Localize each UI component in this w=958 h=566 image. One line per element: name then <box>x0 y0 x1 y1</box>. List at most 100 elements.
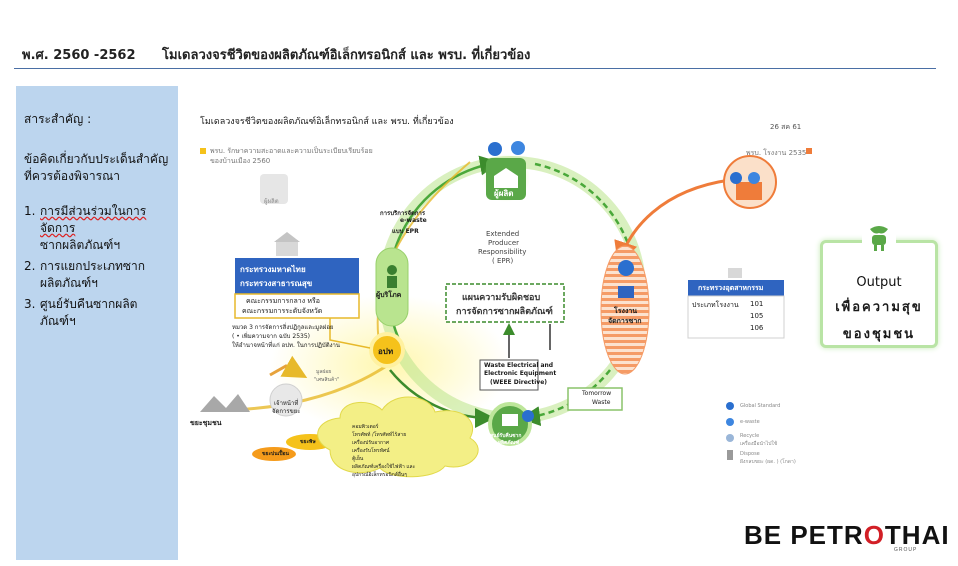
product-cloud <box>317 396 479 478</box>
lifecycle-diagram-graphics <box>200 141 812 478</box>
header-divider <box>14 68 936 69</box>
e-badge-icon <box>726 418 734 426</box>
e-badge-icon <box>522 410 534 422</box>
key-point-text: การมีส่วนร่วมในการจัดการ <box>40 204 147 235</box>
factory-code: 101 <box>750 300 764 308</box>
diagram-date: 26 สค 61 <box>770 123 802 131</box>
key-points-subtitle: ข้อคิดเกี่ยวกับประเด็นสำคัญ ที่ควรต้องพิ… <box>24 151 170 185</box>
bin-icon <box>727 450 733 460</box>
law-note-1: หมวด 3 การจัดการสิ่งปฏิกูลและมูลฝอย <box>232 324 334 331</box>
globe-icon <box>726 402 734 410</box>
moi-box <box>235 258 359 294</box>
epr-line-1: Extended <box>486 230 520 238</box>
header-year: พ.ศ. 2560 -2562 <box>22 48 136 63</box>
key-point-item: 2. การแยกประเภทซากผลิตภัณฑ์ฯ <box>24 258 170 292</box>
recycle-icon <box>726 434 734 442</box>
weee-line-1: Waste Electrical and <box>484 362 554 369</box>
factory-icon <box>494 168 518 188</box>
collection-label-3: แบบ EPR <box>392 228 419 235</box>
legend-marker-left <box>200 148 206 154</box>
output-line-2: ของชุมชน <box>842 327 916 342</box>
weee-line-2: Electronic Equipment <box>484 370 557 377</box>
lifecycle-arrow-bottom-left <box>389 369 495 429</box>
contaminated-waste-label: ขยะปนเปื้อน <box>262 451 289 457</box>
e-badge-icon <box>618 260 634 276</box>
output-line-1: เพื่อความสุข <box>835 300 923 315</box>
factory-icon <box>736 182 762 200</box>
factory-line-2: จัดการซาก <box>608 317 642 325</box>
epr-line-2: Producer <box>488 239 520 247</box>
logo-text-pre: BE PETR <box>744 520 864 550</box>
factory-line-1: โรงงาน <box>614 307 638 315</box>
output-box: Output เพื่อความสุข ของชุมชน <box>820 225 938 348</box>
lifecycle-arrow-bottom <box>520 369 611 427</box>
factory-code: 106 <box>750 324 764 332</box>
output-label: Output <box>856 275 902 290</box>
key-points-title: สาระสำคัญ : <box>24 112 92 126</box>
officer-line-1: เจ้าหน้าที่ <box>274 400 299 407</box>
consumer-label: ผู้บริโภค <box>376 291 402 299</box>
key-point-item: 1. การมีส่วนร่วมในการจัดการซากผลิตภัณฑ์ฯ <box>24 203 170 254</box>
collection-label-1: การบริการจัดการ <box>380 210 426 217</box>
key-label: Recycle <box>740 433 760 439</box>
producer-label: ผู้ผลิต <box>494 189 514 198</box>
person-icon <box>387 265 397 275</box>
slide-header: พ.ศ. 2560 -2562 โมเดลวงจรชีวิตของผลิตภัณ… <box>22 44 530 65</box>
producer-small-icon <box>260 174 288 204</box>
factory-code: 105 <box>750 312 764 320</box>
key-points-subtitle-line-1: ข้อคิดเกี่ยวกับประเด็นสำคัญ <box>24 152 169 166</box>
legend-marker-right <box>806 148 812 154</box>
legend-right: พรบ. โรงงาน 2535 <box>746 149 807 157</box>
epr-line-4: ( EPR) <box>492 257 514 265</box>
moi-line-1: กระทรวงมหาดไทย <box>240 265 306 274</box>
lifecycle-diagram: โมเดลวงจรชีวิตของผลิตภัณฑ์อิเล็กทรอนิกส์… <box>190 100 818 480</box>
logo-subtext: GROUP <box>894 547 918 553</box>
product-item: เครื่องปรับอากาศ <box>352 440 390 446</box>
community-waste-label: ขยะชุมชน <box>190 419 222 427</box>
key-point-number: 3. <box>24 297 36 311</box>
collection-label-2: e-waste <box>400 217 427 224</box>
tomorrow-line-1: Tomorrow <box>582 390 612 397</box>
key-points-subtitle-line-2: ที่ควรต้องพิจารณา <box>24 169 120 183</box>
tomorrow-line-2: Waste <box>592 399 611 406</box>
government-icon <box>728 268 742 278</box>
factory-type-label: ประเภทโรงงาน <box>692 301 739 309</box>
product-item: คอมพิวเตอร์ <box>352 424 379 430</box>
government-icon <box>276 240 298 256</box>
producer-small-label: ผู้ผลิต <box>264 198 279 205</box>
officer-icon <box>269 383 303 417</box>
moi-line-2: กระทรวงสาธารณสุข <box>240 279 313 288</box>
product-item: อุปกรณ์อิเล็กทรอนิกส์อื่นๆ <box>352 472 407 478</box>
center-line-1: ศูนย์รับคืนซาก <box>490 433 522 439</box>
key-sub-label: ฝังกลบขยะ (ผด. ) (โกดา) <box>740 459 796 465</box>
law-note-2: ( • เพิ่มความจาก ฉบับ 2535) <box>232 333 311 340</box>
toxic-waste-label: ขยะพิษ <box>300 439 316 445</box>
plan-line-1: แผนความรับผิดชอบ <box>462 293 541 303</box>
be-petrothai-logo: BE PETROTHAI <box>744 520 950 551</box>
key-points-list: 1. การมีส่วนร่วมในการจัดการซากผลิตภัณฑ์ฯ… <box>24 203 170 330</box>
key-point-number: 2. <box>24 259 36 273</box>
waste-pile-icon <box>200 394 250 412</box>
key-point-text-2: ซากผลิตภัณฑ์ฯ <box>40 238 121 252</box>
contaminated-waste-bubble <box>252 447 296 461</box>
product-list: คอมพิวเตอร์ โทรศัพท์ /โทรศัพท์ไร้สาย เคร… <box>352 423 415 479</box>
separation-label: "เศษสินค้า" <box>314 377 340 383</box>
epr-line-3: Responsibility <box>478 248 527 256</box>
key-point-text: ศูนย์รับคืนซากผลิตภัณฑ์ฯ <box>40 297 138 328</box>
officer-line-2: จัดการขยะ <box>272 408 301 415</box>
weee-box <box>479 359 539 391</box>
law-note-3: ให้อำนาจหน้าที่แก่ อปท. ในการปฏิบัติงาน <box>232 342 341 349</box>
local-gov-node <box>369 332 405 368</box>
product-item: ผลิตภัณฑ์เครื่องใช้ไฟฟ้า และ <box>352 464 416 470</box>
plan-line-2: การจัดการซากผลิตภัณฑ์ <box>456 307 553 317</box>
legend-left-line-1: พรบ. รักษาความสะอาดและความเป็นระเบียบเรี… <box>210 147 373 155</box>
product-item: เครื่องรับโทรทัศน์ <box>352 448 390 454</box>
industry-box-body <box>687 295 785 339</box>
product-item: ตู้เย็น <box>352 456 364 462</box>
recycling-factory-node <box>600 245 650 375</box>
key-point-number: 1. <box>24 204 36 218</box>
e-badge-icon <box>488 142 502 156</box>
key-points-panel: สาระสำคัญ : ข้อคิดเกี่ยวกับประเด็นสำคัญ … <box>16 86 178 560</box>
header-title: โมเดลวงจรชีวิตของผลิตภัณฑ์อิเล็กทรอนิกส์… <box>162 48 531 63</box>
local-gov-label: อปท <box>378 347 394 356</box>
